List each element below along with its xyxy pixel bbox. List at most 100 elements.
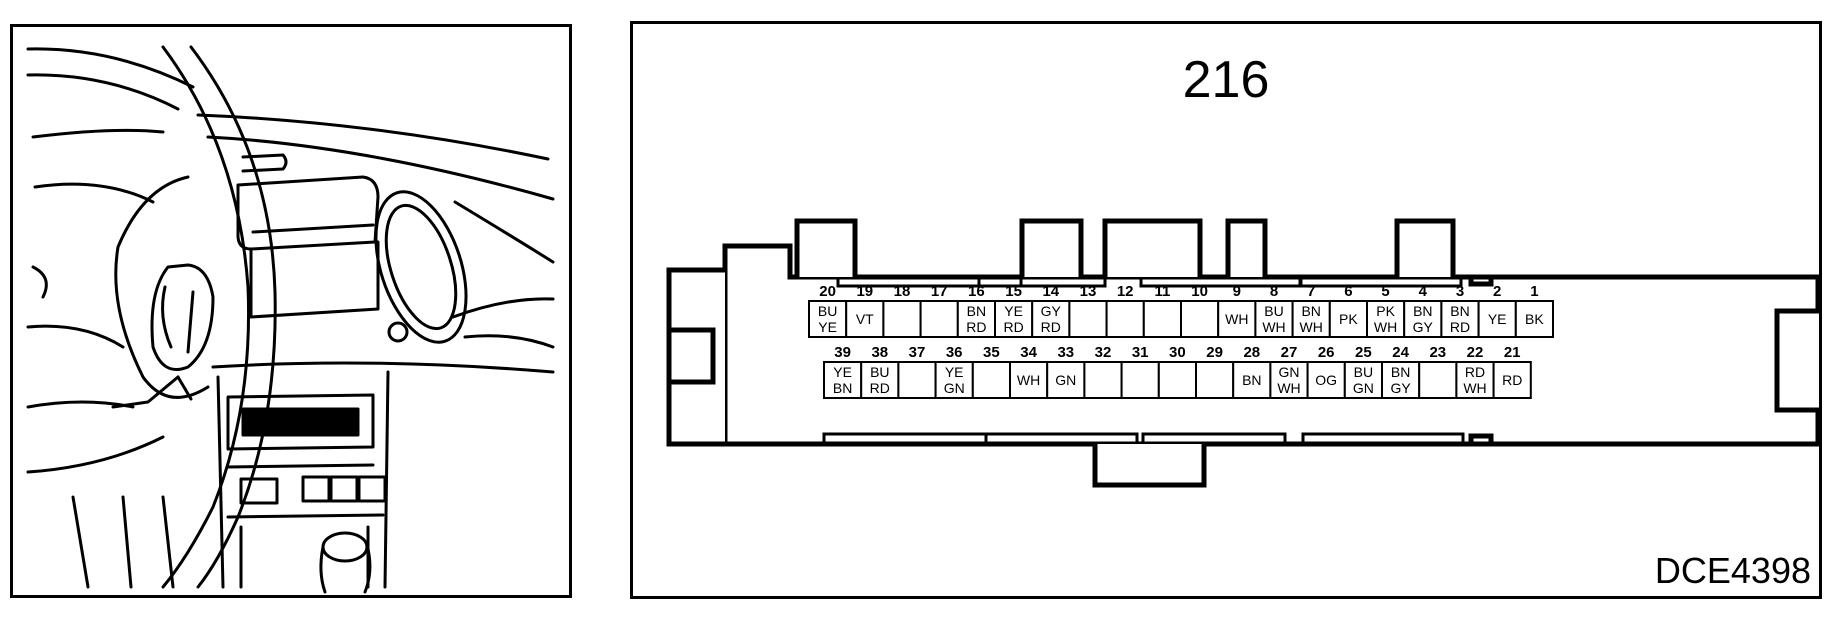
pin-number: 20 [819, 283, 836, 300]
wire-color-stripe: GN [1353, 380, 1374, 396]
wire-color: BN [1450, 303, 1469, 319]
pin-cell [971, 361, 1011, 399]
wire-color: GN [1279, 364, 1300, 380]
pin-number: 36 [946, 344, 963, 361]
wire-color: YE [1488, 311, 1507, 327]
reference-code: DCE4398 [1654, 550, 1811, 591]
wire-color: GN [1055, 372, 1076, 388]
pin-number: 39 [834, 344, 851, 361]
pin-number: 37 [909, 344, 926, 361]
pin-cell [1083, 361, 1123, 399]
pin-number: 5 [1381, 283, 1389, 300]
wire-color-stripe: RD [1450, 319, 1470, 335]
pin-number: 33 [1057, 344, 1074, 361]
pin-cell [1142, 300, 1182, 338]
pin-number: 29 [1206, 344, 1223, 361]
wire-color-stripe: RD [1041, 319, 1061, 335]
pin-number: 18 [894, 283, 911, 300]
dashboard-illustration-panel [10, 24, 572, 598]
wire-color: YE [945, 364, 964, 380]
wire-color: BN [1391, 364, 1410, 380]
pin-cell [882, 300, 922, 338]
pin-cell: RD [1492, 361, 1532, 399]
wire-color-stripe: WH [1300, 319, 1323, 335]
wire-color-stripe: GY [1413, 319, 1434, 335]
pin-number: 24 [1392, 344, 1409, 361]
pin-number: 32 [1095, 344, 1112, 361]
wire-color: BN [1242, 372, 1261, 388]
pin-number: 10 [1191, 283, 1208, 300]
wire-color-stripe: BN [833, 380, 852, 396]
pin-number: 13 [1080, 283, 1097, 300]
wire-color: VT [856, 311, 874, 327]
pin-number: 19 [856, 283, 873, 300]
pin-cell [1068, 300, 1108, 338]
pin-cell: WH [1217, 300, 1257, 338]
wire-color: GY [1041, 303, 1062, 319]
pin-cell [1120, 361, 1160, 399]
pin-cell: VT [845, 300, 885, 338]
pin-cell [1157, 361, 1197, 399]
wire-color: BN [1413, 303, 1432, 319]
pin-cell: BK [1514, 300, 1554, 338]
pin-cell: OG [1306, 361, 1346, 399]
pin-number: 15 [1005, 283, 1022, 300]
pin-number: 14 [1042, 283, 1059, 300]
pin-cell: PK [1328, 300, 1368, 338]
wire-color: BU [870, 364, 889, 380]
wire-color: BU [1264, 303, 1283, 319]
pin-number: 21 [1504, 344, 1521, 361]
wire-color-stripe: RD [1003, 319, 1023, 335]
wire-color: PK [1339, 311, 1358, 327]
pin-cell: WH [1009, 361, 1049, 399]
pin-number: 31 [1132, 344, 1149, 361]
wire-color-stripe: WH [1374, 319, 1397, 335]
wire-color-stripe: GY [1390, 380, 1411, 396]
wire-color: BN [967, 303, 986, 319]
pin-number: 6 [1344, 283, 1352, 300]
pin-number: 22 [1467, 344, 1484, 361]
pin-number: 35 [983, 344, 1000, 361]
wire-color: RD [1465, 364, 1485, 380]
wire-color-stripe: WH [1277, 380, 1300, 396]
pin-cell [1180, 300, 1220, 338]
connector-number: 216 [1182, 51, 1270, 109]
pin-cell [1105, 300, 1145, 338]
pin-number: 38 [871, 344, 888, 361]
pin-number: 12 [1117, 283, 1134, 300]
wire-color: WH [1017, 372, 1040, 388]
pin-number: 8 [1270, 283, 1278, 300]
pin-number: 34 [1020, 344, 1037, 361]
pin-number: 17 [931, 283, 948, 300]
wire-color-stripe: WH [1262, 319, 1285, 335]
wire-color: WH [1225, 311, 1248, 327]
pin-cell [919, 300, 959, 338]
pin-number: 3 [1456, 283, 1464, 300]
pin-number: 16 [968, 283, 985, 300]
pin-number: 2 [1493, 283, 1501, 300]
pin-cell [1195, 361, 1235, 399]
pin-number: 25 [1355, 344, 1372, 361]
dashboard-illustration [26, 45, 555, 594]
wire-color: RD [1502, 372, 1522, 388]
wire-color: BK [1525, 311, 1544, 327]
wire-color: YE [833, 364, 852, 380]
pin-number: 23 [1429, 344, 1446, 361]
pin-cell: YE [1477, 300, 1517, 338]
connector-diagram-panel: 216 2 [630, 21, 1822, 599]
wire-color-stripe: GN [944, 380, 965, 396]
